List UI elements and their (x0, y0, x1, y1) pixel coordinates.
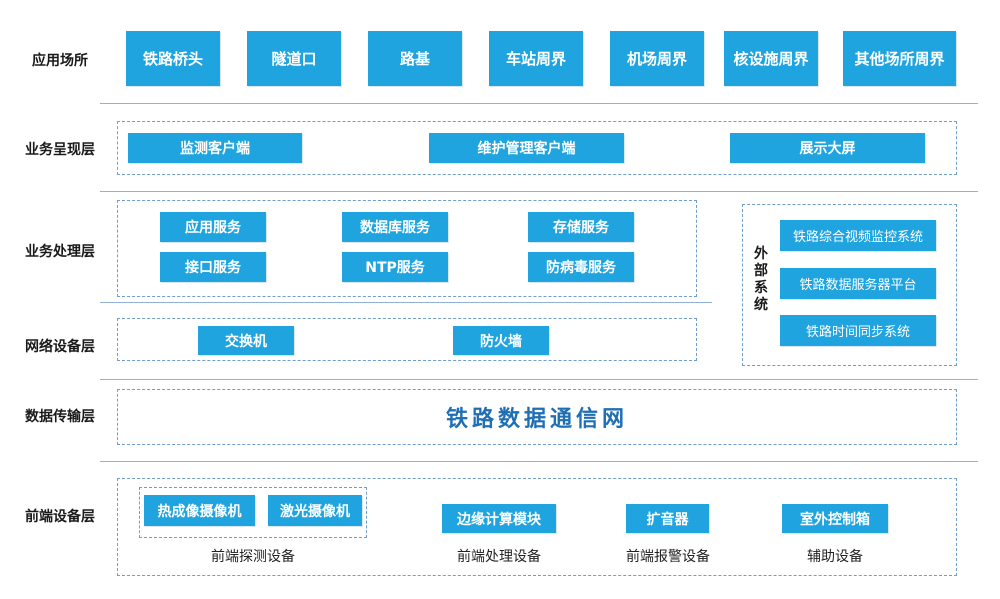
ntp-service: NTP服务 (342, 252, 448, 282)
edge-computing-module: 边缘计算模块 (442, 504, 556, 533)
separator-line (100, 379, 978, 380)
outdoor-control-box: 室外控制箱 (782, 504, 888, 533)
external-video-monitoring: 铁路综合视频监控系统 (780, 220, 936, 251)
external-data-server-platform: 铁路数据服务器平台 (780, 268, 936, 299)
layer-label-processing: 业务处理层 (25, 244, 95, 260)
layer-label-frontend: 前端设备层 (25, 509, 95, 525)
processing-device-caption: 前端处理设备 (457, 549, 541, 565)
site-railway-bridge: 铁路桥头 (126, 31, 220, 86)
antivirus-service: 防病毒服务 (528, 252, 634, 282)
network-layer-group (117, 318, 697, 361)
display-screen: 展示大屏 (730, 133, 925, 163)
thermal-camera: 热成像摄像机 (144, 495, 255, 526)
processing-layer-group (117, 200, 697, 297)
monitoring-client: 监测客户端 (128, 133, 302, 163)
separator-line (100, 191, 978, 192)
site-tunnel-entrance: 隧道口 (247, 31, 341, 86)
layer-label-application: 应用场所 (32, 53, 88, 69)
layer-label-presentation: 业务呈现层 (25, 142, 95, 158)
database-service: 数据库服务 (342, 212, 448, 242)
loudspeaker: 扩音器 (626, 504, 709, 533)
separator-line (100, 461, 978, 462)
auxiliary-device-caption: 辅助设备 (807, 549, 863, 565)
railway-data-network: 铁路数据通信网 (445, 407, 628, 432)
site-nuclear-perimeter: 核设施周界 (724, 31, 818, 86)
site-airport-perimeter: 机场周界 (610, 31, 704, 86)
external-system-group (742, 204, 957, 366)
maintenance-client: 维护管理客户端 (429, 133, 624, 163)
layer-label-transmission: 数据传输层 (25, 409, 95, 425)
alarm-device-caption: 前端报警设备 (626, 549, 710, 565)
transmission-layer-group (117, 389, 957, 445)
external-time-sync: 铁路时间同步系统 (780, 315, 936, 346)
firewall: 防火墙 (453, 326, 549, 355)
external-system-label: 外部系统 (754, 246, 768, 313)
site-roadbed: 路基 (368, 31, 462, 86)
app-service: 应用服务 (160, 212, 266, 242)
site-other-perimeter: 其他场所周界 (843, 31, 956, 86)
separator-line (100, 302, 712, 303)
detection-device-caption: 前端探测设备 (211, 549, 295, 565)
layer-label-network-devices: 网络设备层 (25, 339, 95, 355)
site-station-perimeter: 车站周界 (489, 31, 583, 86)
separator-line (100, 103, 978, 104)
switch: 交换机 (198, 326, 294, 355)
storage-service: 存储服务 (528, 212, 634, 242)
presentation-layer-group (117, 121, 957, 175)
laser-camera: 激光摄像机 (268, 495, 362, 526)
detection-device-group (139, 487, 367, 538)
interface-service: 接口服务 (160, 252, 266, 282)
frontend-layer-group (117, 478, 957, 576)
